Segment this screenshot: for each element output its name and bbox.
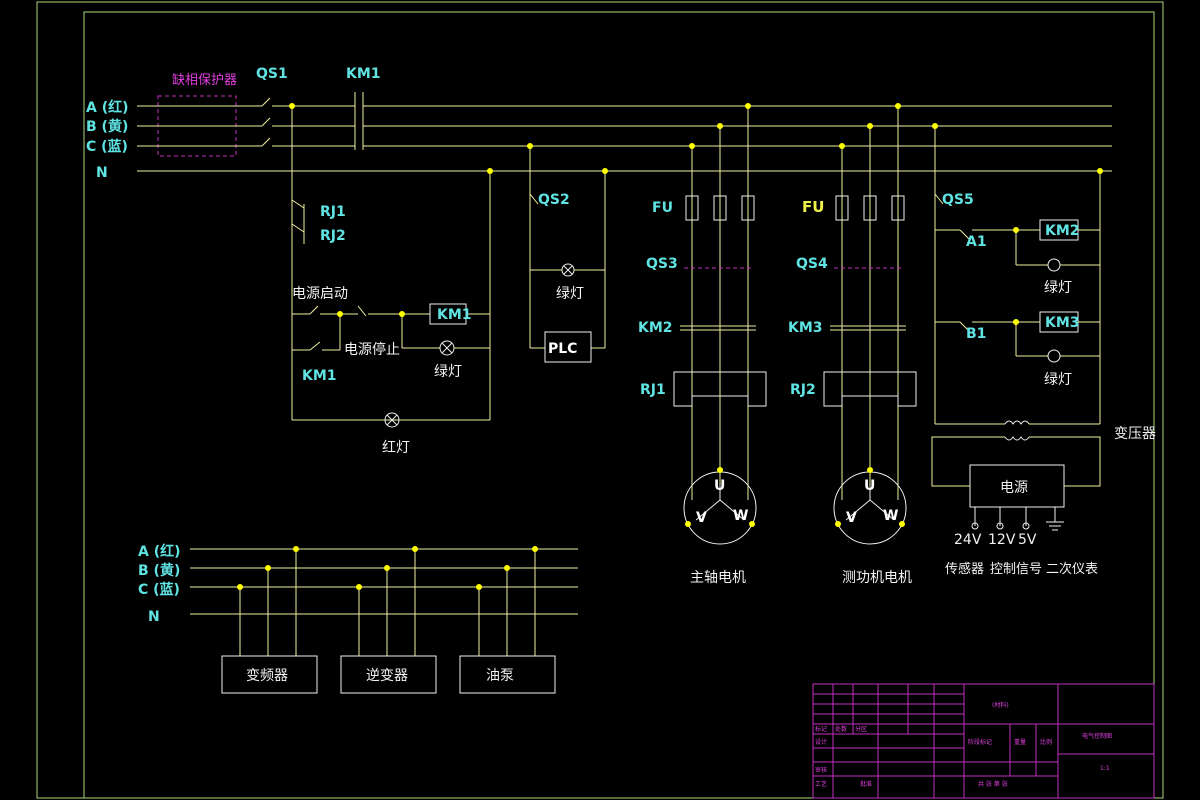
power-start-label: 电源启动 — [292, 286, 348, 302]
outer-frame — [36, 1, 1164, 799]
qs2-label: QS2 — [538, 192, 570, 208]
qs4-label: QS4 — [796, 256, 828, 272]
inverter-label: 逆变器 — [366, 668, 408, 684]
oil-pump-label: 油泵 — [486, 668, 514, 684]
qs5-label: QS5 — [942, 192, 974, 208]
km1-coil-label: KM1 — [437, 307, 472, 323]
phase-c-label: C (蓝) — [86, 138, 128, 155]
rj2-contact-label: RJ2 — [320, 228, 346, 244]
rj1-contact-label: RJ1 — [320, 204, 346, 220]
title-material: (材料) — [992, 701, 1009, 709]
title-row-label-3: 分区 — [855, 725, 867, 733]
title-row-label-1: 标记 — [815, 725, 827, 733]
a1-label: A1 — [966, 234, 987, 250]
title-ratio: 比例 — [1040, 738, 1052, 746]
dyno-motor-u: U — [864, 478, 875, 494]
rj1-relay-label: RJ1 — [640, 382, 666, 398]
neutral-label: N — [96, 165, 108, 181]
phase-b-label: B (黄) — [86, 118, 128, 135]
fu-main-label: FU — [652, 200, 673, 216]
inverter-freq-label: 变频器 — [246, 668, 288, 684]
km2-contact-label: KM2 — [638, 320, 673, 336]
plc-lamp-label: 绿灯 — [556, 286, 584, 302]
lower-neutral-label: N — [148, 609, 160, 625]
lower-phase-c-label: C (蓝) — [138, 581, 180, 598]
main-motor-label: 主轴电机 — [690, 570, 746, 586]
power-supply-label: 电源 — [1000, 480, 1028, 496]
green-lamp-2-label: 绿灯 — [1044, 280, 1072, 296]
power-stop-label: 电源停止 — [344, 341, 400, 358]
red-lamp-label: 红灯 — [382, 440, 410, 456]
b1-label: B1 — [966, 326, 986, 342]
km3-contact-label: KM3 — [788, 320, 823, 336]
plc-branch — [529, 146, 606, 363]
transformer-label: 变压器 — [1114, 426, 1156, 442]
phase-protector-label: 缺相保护器 — [172, 73, 237, 88]
phase-a-label: A (红) — [86, 99, 129, 116]
main-motor-u: U — [714, 478, 725, 494]
title-approve: 批准 — [860, 780, 872, 788]
title-review: 审核 — [815, 766, 827, 774]
km3-coil-label: KM3 — [1045, 315, 1080, 331]
v24-label: 24V — [954, 532, 982, 548]
title-stage: 阶段标记 — [968, 738, 992, 746]
lower-phase-a-label: A (红) — [138, 543, 181, 560]
junction-dots — [237, 103, 1103, 590]
main-motor-w: W — [733, 508, 748, 524]
main-motor-v: V — [696, 510, 707, 526]
km2-coil-label: KM2 — [1045, 223, 1080, 239]
qs3-label: QS3 — [646, 256, 678, 272]
title-design: 设计 — [815, 738, 827, 746]
title-process: 工艺 — [815, 780, 827, 788]
title-scale: 1:1 — [1100, 765, 1110, 772]
rj2-relay-label: RJ2 — [790, 382, 816, 398]
title-drawing-name: 电气控制图 — [1082, 732, 1112, 740]
dyno-motor-v: V — [846, 510, 857, 526]
green-lamp-label: 绿灯 — [434, 364, 462, 380]
main-motor-branch — [673, 106, 767, 545]
title-weight: 重量 — [1014, 738, 1026, 746]
plc-box-label: PLC — [548, 341, 577, 357]
secondary-meter-label: 二次仪表 — [1046, 561, 1098, 577]
km1-contact-label: KM1 — [302, 368, 337, 384]
sensor-label: 传感器 — [945, 561, 984, 577]
v12-label: 12V — [988, 532, 1016, 548]
title-row-label-2: 处数 — [835, 725, 847, 733]
qs1-label: QS1 — [256, 66, 288, 82]
fu-dyno-label: FU — [802, 198, 824, 216]
dyno-motor-w: W — [883, 508, 898, 524]
green-lamp-3-label: 绿灯 — [1044, 372, 1072, 388]
main-bus-left — [137, 92, 1112, 172]
km1-main-label: KM1 — [346, 66, 381, 82]
title-block — [812, 683, 1155, 799]
inner-frame — [83, 11, 1155, 799]
right-control-circuit — [931, 126, 1101, 531]
title-sheet: 共 张 第 张 — [978, 780, 1008, 788]
dyno-motor-label: 测功机电机 — [842, 570, 912, 586]
lower-phase-b-label: B (黄) — [138, 562, 180, 579]
v5-label: 5V — [1018, 532, 1037, 548]
control-signal-label: 控制信号 — [990, 562, 1042, 577]
